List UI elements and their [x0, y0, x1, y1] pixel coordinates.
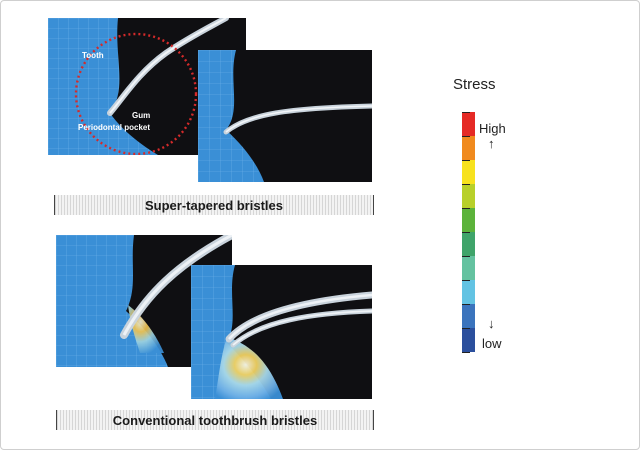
legend-title: Stress	[453, 76, 496, 93]
stress-color-scale	[462, 112, 475, 352]
highlight-circle	[74, 32, 198, 155]
legend-color-segment	[462, 136, 475, 160]
legend-color-segment	[462, 208, 475, 232]
legend-low-label: low	[482, 336, 502, 351]
gum-label: Gum	[132, 111, 150, 120]
caption-conventional: Conventional toothbrush bristles	[112, 412, 318, 428]
super-tapered-model-2	[198, 50, 372, 182]
legend-color-segment	[462, 232, 475, 256]
legend-down-arrow: ↓	[488, 316, 495, 331]
periodontal-pocket-label: Periodontal pocket	[78, 123, 150, 132]
caption-super-tapered: Super-tapered bristles	[145, 197, 283, 213]
stress-heatmap	[215, 337, 283, 399]
legend-color-segment	[462, 112, 475, 136]
legend-tick	[462, 136, 470, 137]
caption-bar-top: Super-tapered bristles	[54, 195, 374, 215]
legend-tick	[462, 208, 470, 209]
legend-tick	[462, 256, 470, 257]
tooth-gum-mesh	[48, 18, 158, 155]
caption-bar-bottom: Conventional toothbrush bristles	[56, 410, 374, 430]
legend-tick	[462, 328, 470, 329]
legend-tick	[462, 352, 470, 353]
legend-color-segment	[462, 256, 475, 280]
legend-up-arrow: ↑	[488, 136, 495, 151]
legend-tick	[462, 304, 470, 305]
legend-tick	[462, 112, 470, 113]
tooth-label: Tooth	[82, 51, 104, 60]
super-tapered-view-2	[198, 50, 372, 182]
legend-color-segment	[462, 280, 475, 304]
conventional-model-1	[56, 235, 232, 367]
tooth-gum-mesh	[198, 50, 264, 182]
legend-tick	[462, 160, 470, 161]
conventional-model-2	[191, 265, 372, 399]
legend-color-segment	[462, 304, 475, 328]
legend-tick	[462, 232, 470, 233]
legend-tick	[462, 184, 470, 185]
legend-color-segment	[462, 328, 475, 352]
tooth-gum-mesh	[191, 265, 271, 399]
conventional-view-2	[191, 265, 372, 399]
conventional-view-1	[56, 235, 232, 367]
legend-color-segment	[462, 160, 475, 184]
legend-tick	[462, 280, 470, 281]
legend-color-segment	[462, 184, 475, 208]
legend-high-label: High	[479, 121, 506, 136]
